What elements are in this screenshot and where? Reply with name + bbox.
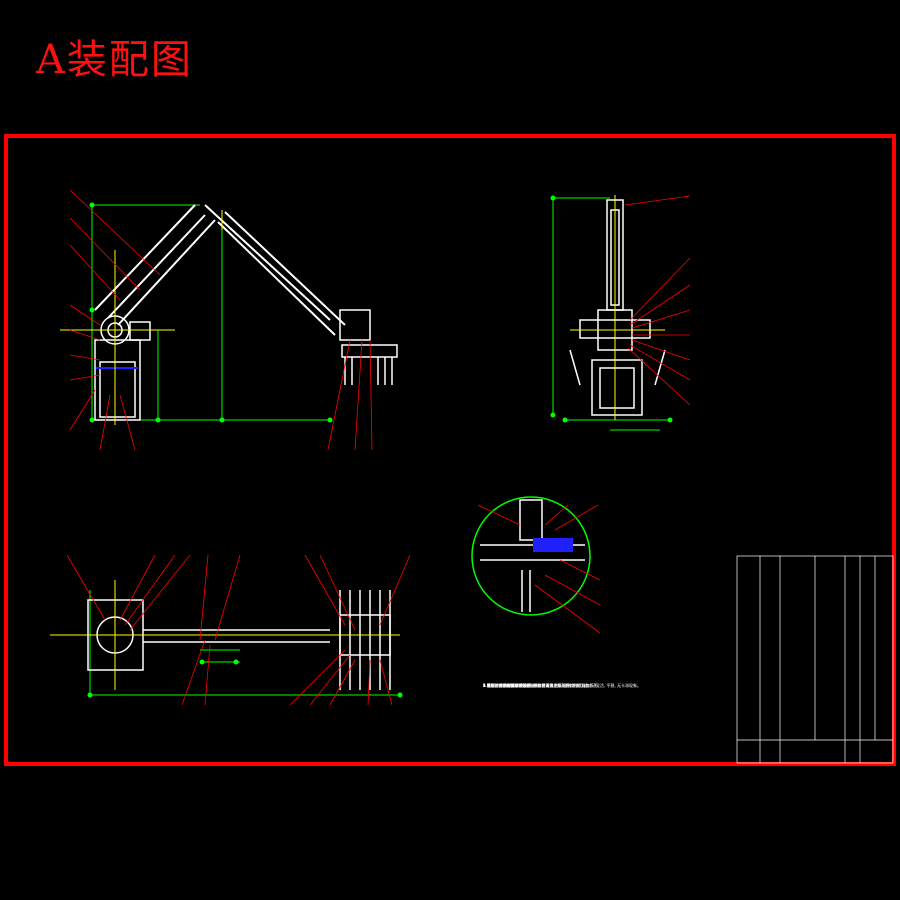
note-line: 3.螺钉、螺栓和螺母紧固时, 严禁打击或使用不合适的旋具和扳手。 [483, 683, 602, 688]
drawing-title: A装配图 [36, 37, 193, 83]
top-view [50, 554, 411, 706]
note-line: 6.装配后整机外观涂装颜色一致。 [483, 683, 543, 688]
detail-view [471, 496, 601, 634]
note-line: 4.各密封件装配前必须浸透油。 [483, 683, 539, 688]
side-view [550, 195, 691, 431]
front-view [60, 189, 398, 451]
note-line: 1.装配前, 所有零部件及外购件均需清洗干净, 去除毛刺飞边。 [483, 683, 592, 688]
note-line: 2.装配过程中零件不得磕碰, 划伤和锈蚀, 运动部件装配后应转动灵活, 平稳, … [483, 683, 641, 688]
note-line: 5.规定拧紧力矩要求的紧固件, 必须采用力矩扳手。 [483, 683, 574, 688]
bom-table [736, 555, 894, 764]
drawing-frame [4, 134, 896, 766]
